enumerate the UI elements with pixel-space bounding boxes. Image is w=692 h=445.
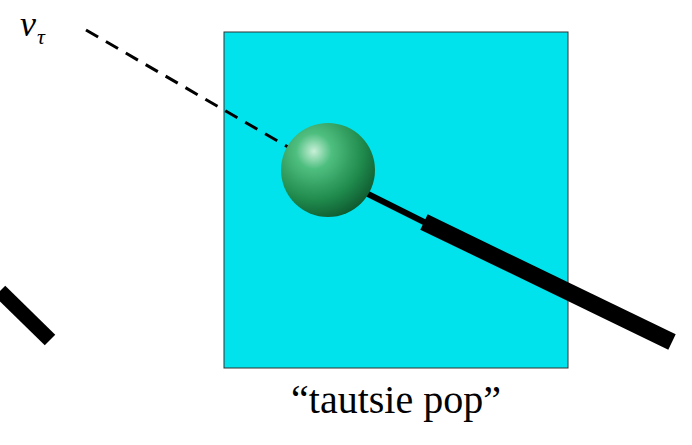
- interaction-vertex: [281, 123, 375, 217]
- flavor-subscript: τ: [37, 26, 45, 48]
- detector-region: “tautsie pop”: [224, 32, 568, 368]
- neutrino-path: [86, 30, 300, 154]
- decay-track: [424, 222, 672, 342]
- track-segment: [0, 291, 50, 340]
- panel-caption: “tautsie pop”: [291, 380, 501, 420]
- neutrino-symbol: ν: [20, 6, 36, 42]
- detector-box: [224, 32, 568, 368]
- tau-track: [360, 190, 428, 224]
